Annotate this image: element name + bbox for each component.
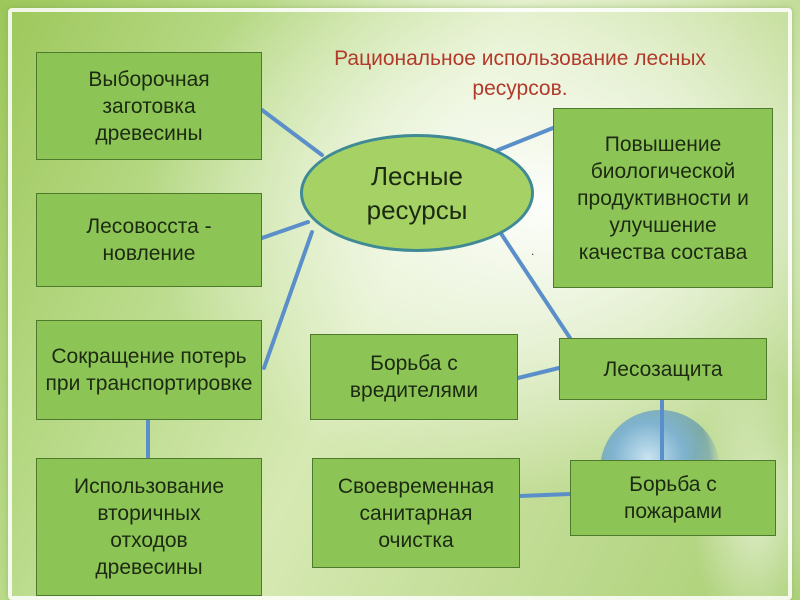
diagram-title: Рациональное использование лесных ресурс… (334, 47, 706, 100)
node-productivity-label: Повышение биологической продуктивности и… (577, 132, 749, 264)
connector-forest-protection (498, 230, 572, 340)
node-fire-control: Борьба с пожарами (570, 460, 776, 536)
node-pest-control: Борьба с вредителями (310, 334, 518, 420)
node-forest-protection: Лесозащита (559, 338, 767, 400)
slide-frame (8, 8, 792, 600)
stray-dot: . (531, 244, 535, 258)
center-node: Лесные ресурсы (300, 134, 534, 252)
connector-productivity (496, 126, 555, 152)
connector-selective-harvest (260, 108, 324, 157)
node-reforestation: Лесовосста - новление (36, 193, 262, 287)
node-secondary-waste-label: Использование вторичных отходов древесин… (73, 475, 225, 579)
node-selective-harvest: Выборочная заготовка древесины (36, 52, 262, 160)
node-transport-loss: Сокращение потерь при транспортировке (36, 320, 262, 420)
connector-pest-control (516, 366, 561, 380)
connector-transport-loss (262, 230, 314, 370)
node-selective-harvest-label: Выборочная заготовка древесины (88, 67, 210, 145)
connector-reforestation (260, 220, 310, 240)
node-pest-control-label: Борьба с вредителями (349, 352, 479, 402)
node-transport-loss-label: Сокращение потерь при транспортировке (45, 345, 253, 395)
node-reforestation-label: Лесовосста - новление (86, 215, 212, 265)
node-secondary-waste: Использование вторичных отходов древесин… (36, 458, 262, 596)
node-sanitary-cleaning-label: Своевременная санитарная очистка (337, 474, 495, 552)
node-fire-control-label: Борьба с пожарами (623, 473, 723, 523)
node-forest-protection-label: Лесозащита (603, 357, 723, 381)
center-node-label: Лесные ресурсы (366, 161, 468, 225)
connector-sanitary-cleaning (518, 492, 572, 498)
node-productivity: Повышение биологической продуктивности и… (553, 108, 773, 288)
node-sanitary-cleaning: Своевременная санитарная очистка (312, 458, 520, 568)
